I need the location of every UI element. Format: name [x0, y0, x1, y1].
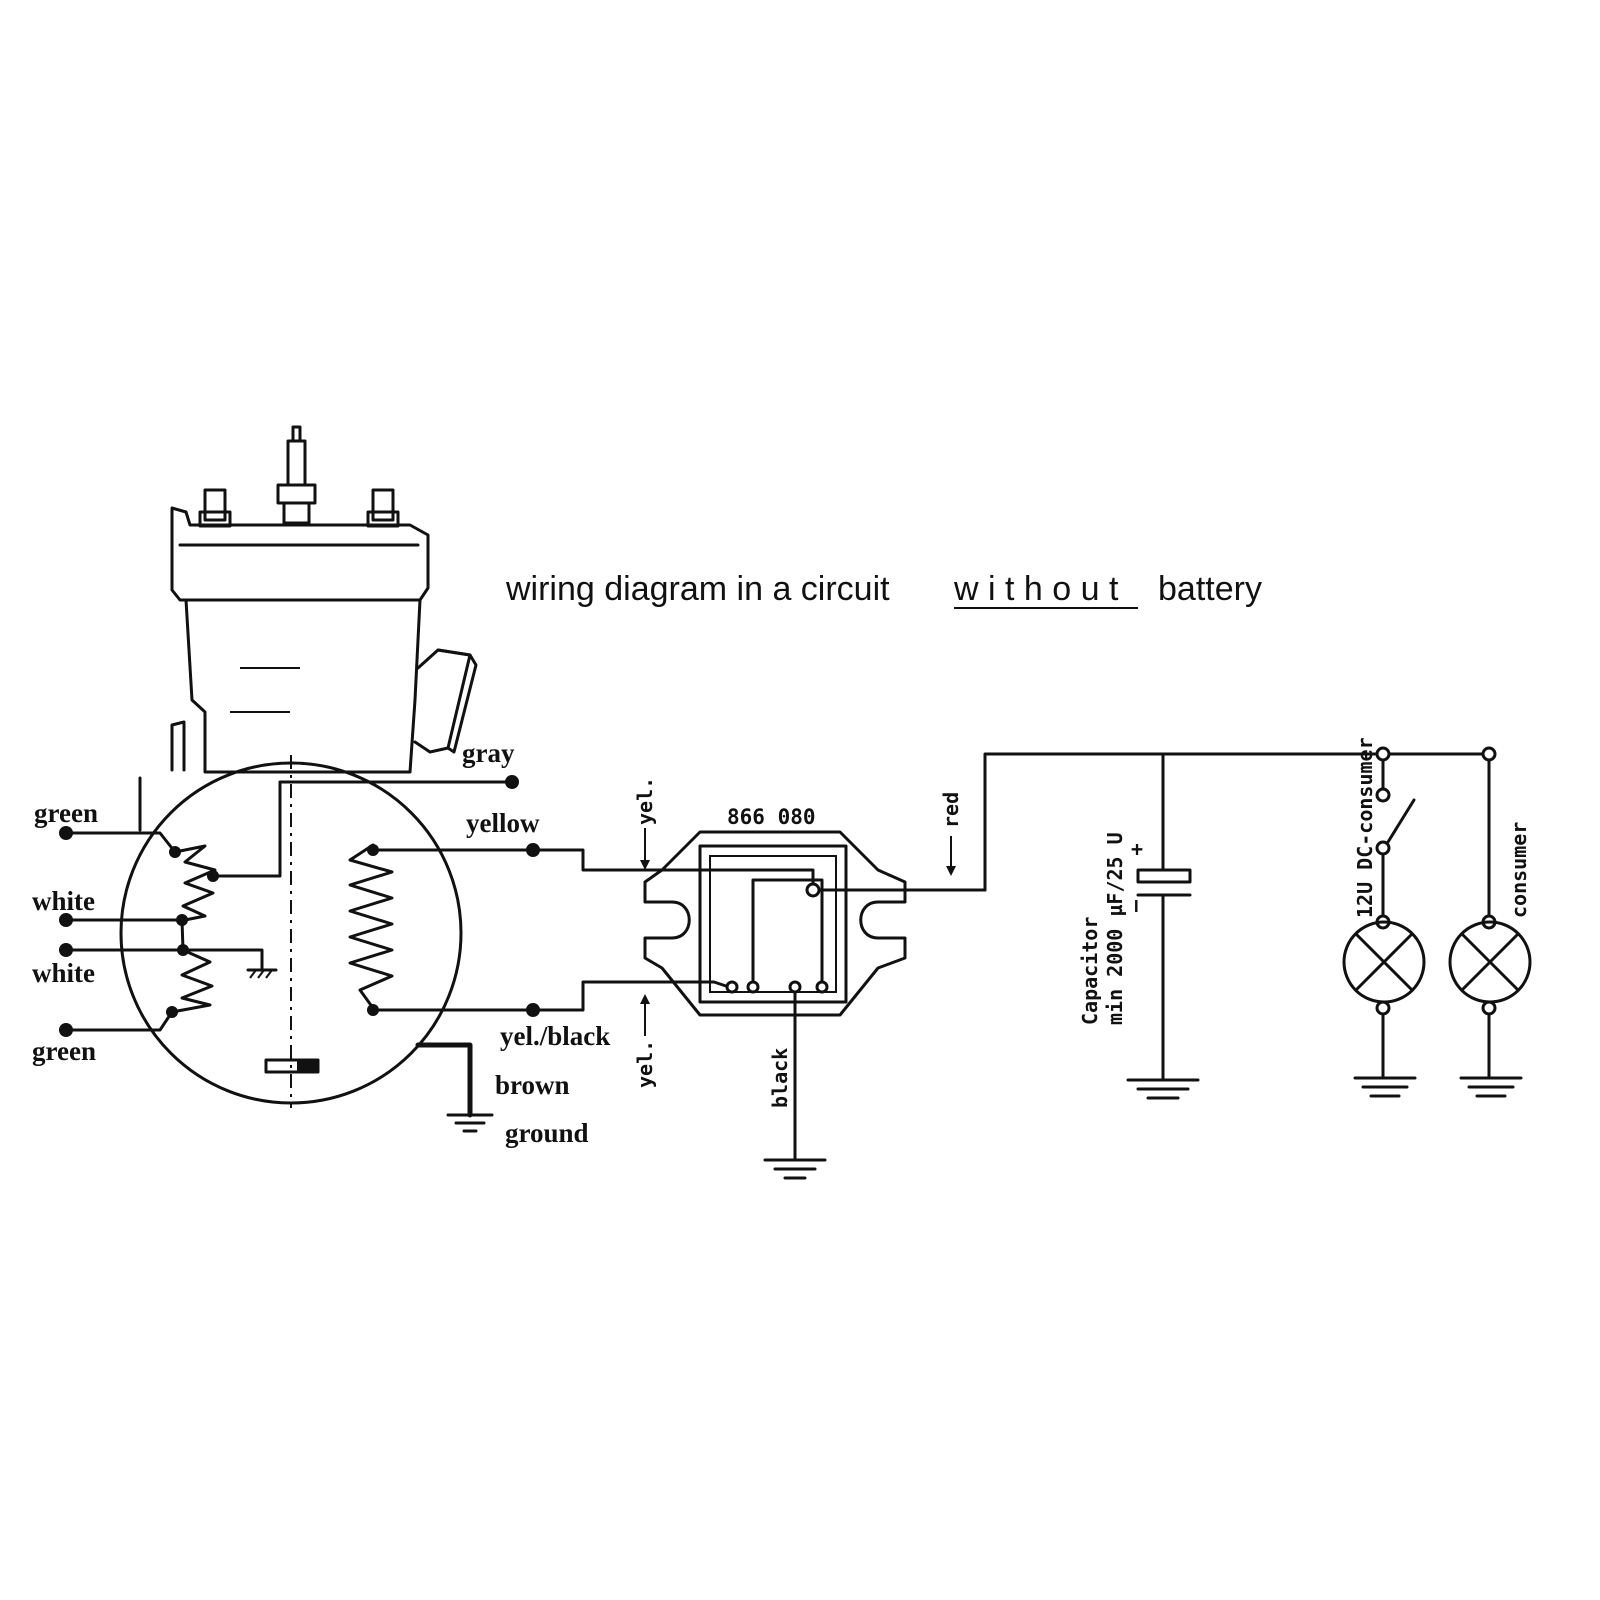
regulator-ground-icon	[763, 1158, 827, 1180]
label-green-top: green	[34, 798, 98, 828]
capacitor-label-name: Capacitor	[1078, 917, 1102, 1025]
label-dc-consumer: 12U DC-consumer	[1353, 737, 1377, 918]
label-brown: brown	[495, 1070, 570, 1100]
dc-consumer-lamp-icon	[1342, 920, 1426, 1004]
head-bolt-right-icon	[366, 488, 400, 528]
title-suffix: battery	[1158, 570, 1262, 608]
left-upper-winding	[173, 844, 217, 922]
label-white-top: white	[32, 886, 95, 916]
switch-lever[interactable]	[1386, 798, 1416, 844]
consumer-ground-icon	[1459, 1076, 1523, 1098]
consumer-branch: consumer	[1448, 746, 1532, 1098]
label-yel-black: yel./black	[500, 1021, 610, 1051]
terminal-green-bottom	[59, 1023, 73, 1037]
crankcase-stub	[138, 720, 186, 832]
regulator-terminal-2	[746, 980, 760, 994]
capacitor-plus-sign: +	[1131, 837, 1143, 861]
terminal-green-top	[59, 826, 73, 840]
label-green-bottom: green	[32, 1036, 96, 1066]
dc-consumer-junction	[1375, 746, 1391, 762]
regulator-terminal-3	[788, 980, 802, 994]
dc-consumer-ground-icon	[1353, 1076, 1417, 1098]
regulator-terminal-4	[815, 980, 829, 994]
title-emphasis: w i t h o u t	[953, 570, 1119, 608]
label-yel-top: yel.	[633, 777, 657, 825]
engine-drawing: green white white green gray yellow yel.…	[32, 425, 610, 1148]
regulator-body	[643, 830, 907, 1017]
label-yellow: yellow	[466, 808, 540, 838]
engine-ground-icon	[446, 1113, 494, 1133]
switch-contact-bottom	[1375, 840, 1391, 856]
capacitor-label-rating: min 2000 µF/25 U	[1103, 832, 1127, 1025]
consumer-lamp-icon	[1448, 920, 1532, 1004]
regulator-inner-frame	[698, 844, 848, 1004]
regulator-terminal-1	[725, 980, 739, 994]
diagram-title: wiring diagram in a circuit w i t h o u …	[505, 570, 1262, 609]
terminal-white-top	[59, 913, 73, 927]
label-yel-bottom: yel.	[633, 1040, 657, 1088]
chassis-ground-icon	[246, 968, 278, 979]
red-bus-wire	[983, 752, 1491, 892]
dc-consumer-branch: 12U DC-consumer	[1342, 737, 1426, 1098]
voltage-regulator: 866 080 yel. yel. red black	[531, 777, 987, 1180]
terminal-gray	[505, 775, 519, 789]
capacitor-ground-icon	[1126, 1078, 1200, 1100]
label-consumer: consumer	[1507, 822, 1531, 918]
cylinder-head	[170, 506, 430, 602]
spark-plug-icon	[276, 425, 317, 525]
head-bolt-left-icon	[198, 488, 232, 528]
regulator-terminal-red	[805, 882, 821, 898]
capacitor-minus-sign: —	[1123, 899, 1147, 912]
left-lower-winding	[170, 948, 214, 1014]
terminal-white-bottom	[59, 943, 73, 957]
capacitor-plate-positive	[1136, 868, 1192, 884]
regulator-part-number: 866 080	[727, 805, 816, 829]
label-ground: ground	[505, 1118, 589, 1148]
switch-contact-top	[1375, 787, 1391, 803]
capacitor: Capacitor min 2000 µF/25 U + —	[1078, 752, 1200, 1100]
label-black: black	[768, 1048, 792, 1108]
label-white-bottom: white	[32, 958, 95, 988]
cylinder-barrel	[184, 598, 422, 774]
label-red: red	[939, 792, 963, 828]
consumer-junction	[1481, 746, 1497, 762]
title-prefix: wiring diagram in a circuit	[505, 570, 890, 608]
right-winding	[348, 843, 394, 1010]
label-gray: gray	[462, 738, 515, 768]
brown-ground-wire	[415, 1042, 473, 1118]
intake-port	[413, 648, 472, 754]
